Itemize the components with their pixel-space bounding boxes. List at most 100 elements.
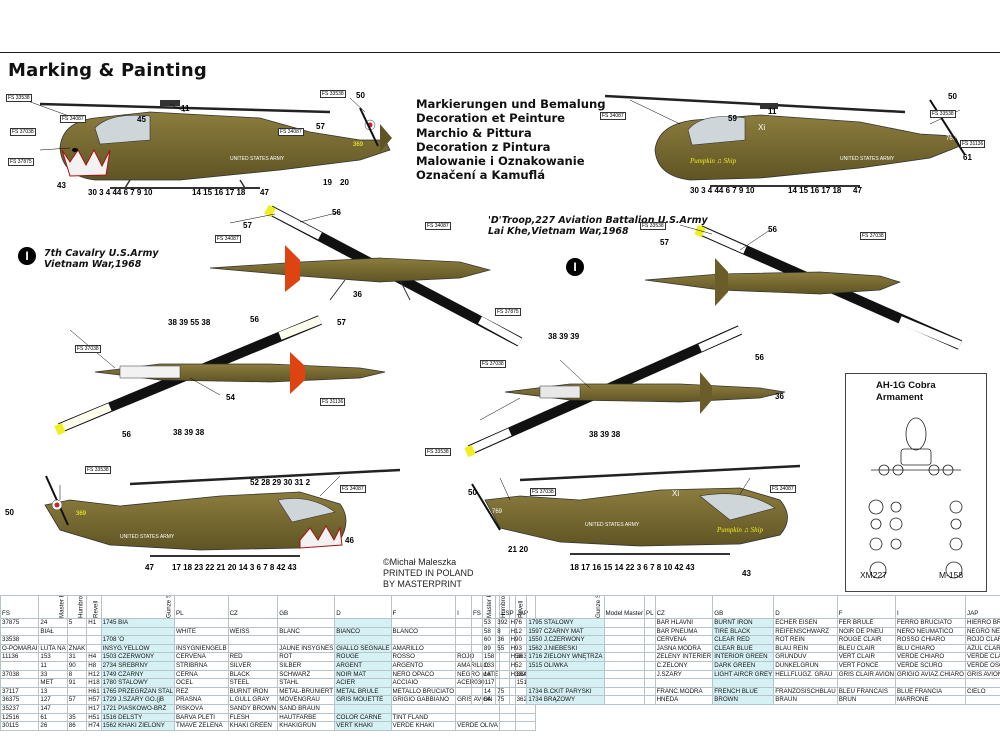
paint-left-cell: BIANCO [334,626,392,637]
fs-label: FS 33538 [6,94,32,102]
callout-43-br: 43 [742,569,751,578]
paint-right-cell [644,669,656,680]
paint-left-cell: 86 [66,721,88,731]
paint-right-cell: 1795 STALOWY [526,618,605,628]
paint-right-cell: GRIS AVION CLARO [964,669,1000,680]
paint-left-cell: 127 [38,695,68,705]
paint-right-cell: BLAU REIN [773,643,838,654]
paint-right-cell [471,635,483,645]
callout-45: 45 [137,115,146,124]
paint-right-cell: BAR PNEUMA [654,626,714,637]
callout-57-m: 57 [243,221,252,230]
paint-left-cell: H61 [86,686,102,697]
paint-right-cell [644,660,656,671]
paint-left-cell: SANDY BROWN [227,703,279,714]
paint-left-cell: 36375 [0,695,40,705]
paint-left-cell: ROSSO [390,652,457,662]
paint-left-cell [0,626,40,637]
paint-right-cell: 75 [495,695,510,705]
paint-right-cell: FRANC.MODRÁ [654,686,714,697]
callout-21: 21 20 [508,545,529,554]
paint-right-header: Model Master [603,595,646,619]
paint-right-cell: AZUL CLARO [964,643,1000,654]
paint-right-cell: J.SZARY [654,669,714,680]
subtitle-cz: Označení a Kamuflá [416,168,546,183]
fs-label: FS 34087 [600,112,626,120]
paint-right-cell: INTERIOR GREEN [712,652,775,662]
unit-badge-right: I [566,258,584,276]
paint-left-header: Revell [86,595,102,619]
svg-text:769: 769 [946,136,957,142]
callout-38: 38 39 55 38 [168,318,211,327]
paint-right-cell: VERT FONCÉ [836,660,897,671]
callout-47: 47 [260,188,269,197]
callout-50-br: 50 [468,488,477,497]
paint-left-cell: 33538 [0,635,40,645]
unit-right-line2: Lai Khe,Vietnam War,1968 [488,226,629,237]
paint-left-cell: REZ [174,686,229,697]
paint-right-cell: CLEAR BLUE [712,643,775,654]
paint-right-cell: 14 [481,686,497,697]
fs-label: FS 33538 [425,448,451,456]
svg-text:UNITED STATES ARMY: UNITED STATES ARMY [585,522,640,528]
paint-right-cell: H90 [508,635,528,645]
paint-left-cell: SAND BRAUN [277,703,336,714]
paint-right-cell [495,660,510,671]
paint-left-cell: 5 [66,618,88,628]
fs-label: FS 37038 [10,128,36,136]
paint-right-cell [603,686,646,697]
paint-left-cell: MET [38,678,68,688]
paint-left-cell [100,626,176,637]
paint-left-cell: COLOR CARNE [334,712,392,723]
paint-right-cell: NERO NEUMATICO [895,626,966,637]
paint-left-cell [499,703,516,714]
callout-57-r: 57 [660,238,669,247]
paint-left-cell: 37875 [0,618,40,628]
paint-left-cell [86,643,102,654]
top-divider [0,52,1000,53]
armament-diagram [868,417,963,579]
paint-left-cell [334,703,392,714]
left-bottom-view [54,315,386,436]
paint-left-cell: VERDE KHAKI [390,721,457,731]
paint-left-cell: ZNAK [66,643,88,654]
paint-right-cell [964,678,1000,688]
paint-left-cell: H8 [86,660,102,671]
callout-20: 20 [340,178,349,187]
paint-left-cell: STAHL [277,678,336,688]
paint-right-cell: ROSSO CHIARO [895,635,966,645]
unit-left-line2: Vietnam War,1968 [44,259,142,270]
paint-right-cell [471,652,483,662]
svg-text:UNITED STATES ARMY: UNITED STATES ARMY [840,156,895,162]
paint-right-cell [481,678,497,688]
paint-left-cell [38,635,68,645]
fs-label: FS 31136 [960,140,986,148]
paint-left-cell: H57 [86,695,102,705]
paint-left-cell: GRIS MOUETTE [334,695,392,705]
paint-right-cell: VERDE CLARO [964,652,1000,662]
paint-right-cell: HNĚDÁ [654,695,714,705]
paint-left-cell: H51 [86,712,102,723]
callout-56-r: 56 [768,225,777,234]
paint-left-cell [66,703,88,714]
paint-right-cell [471,669,483,680]
paint-left-cell [514,721,536,731]
paint-left-cell: BLACK [227,669,279,680]
paint-right-header: CZ [654,595,714,619]
paint-right-cell: FRENCH BLUE [712,686,775,697]
paint-left-cell: ČERNÁ [174,669,229,680]
paint-left-cell: 1562 KHAKI ZIELONY [100,721,176,731]
paint-left-cell [390,618,457,628]
paint-left-cell: TINT FLAND [390,712,457,723]
paint-left-header: Humbrol [67,595,87,619]
paint-right-cell [471,678,483,688]
callout-47-r: 47 [853,186,862,195]
paint-right-cell: 1550 J.CZERWONY [526,635,605,645]
paint-left-cell: 153 [38,652,68,662]
paint-left-header: FS [0,595,40,619]
armament-label-xm227: XM227 [860,570,887,580]
paint-left-cell [334,618,392,628]
